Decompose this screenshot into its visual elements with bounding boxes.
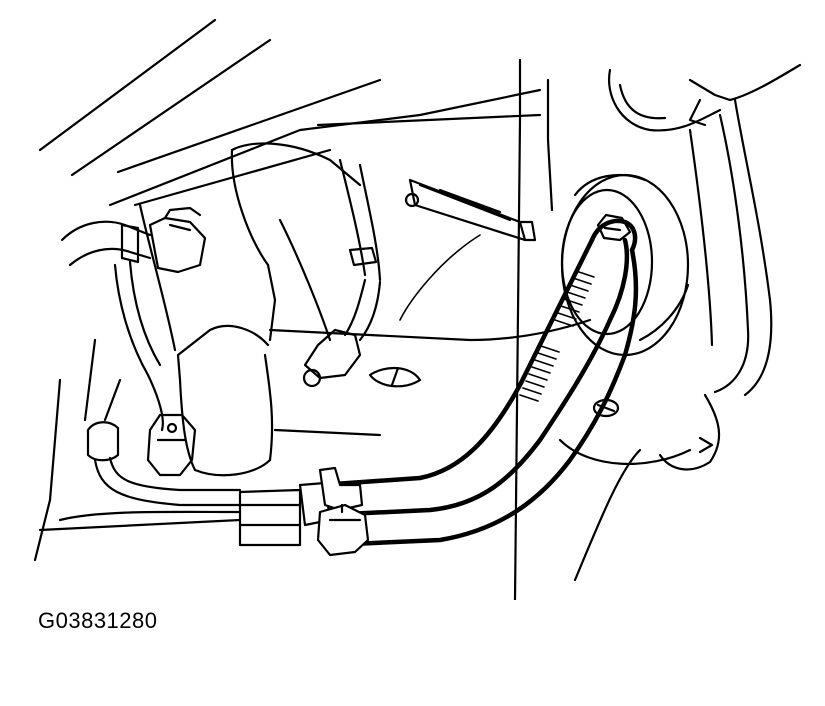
hose-fittings bbox=[238, 466, 370, 557]
mounting-strap bbox=[399, 178, 537, 321]
engine-bay-hose-illustration bbox=[33, 18, 802, 600]
intake-housing bbox=[33, 142, 592, 562]
coolant-hose bbox=[317, 213, 639, 548]
reservoir-canister bbox=[560, 173, 690, 357]
left-pipe bbox=[38, 260, 242, 532]
fender-strut-tower bbox=[513, 58, 802, 600]
spring-guard bbox=[519, 270, 595, 402]
wiring-harness bbox=[60, 158, 422, 388]
figure-code: G03831280 bbox=[38, 608, 158, 633]
bracket-bolt bbox=[592, 398, 620, 418]
sensor-connector bbox=[146, 413, 197, 477]
hood-panel-lines bbox=[38, 18, 542, 207]
